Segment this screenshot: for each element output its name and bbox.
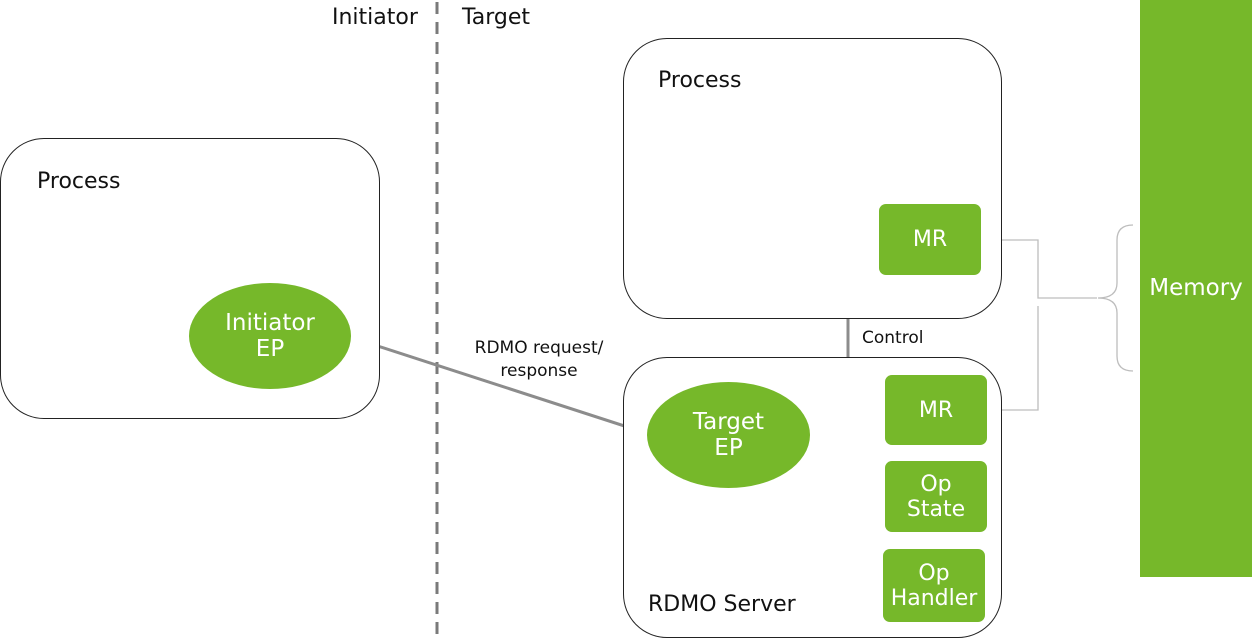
op-handler-label-line1: Op xyxy=(918,560,950,586)
target-ep-label-line2: EP xyxy=(714,435,743,461)
initiator-process-title: Process xyxy=(37,169,121,194)
target-process-mr-label: MR xyxy=(912,227,948,252)
target-process-mr: MR xyxy=(879,204,981,275)
target-ep: Target EP xyxy=(647,382,810,488)
memory-block: Memory xyxy=(1140,0,1252,577)
memory-label: Memory xyxy=(1149,275,1243,301)
initiator-ep: Initiator EP xyxy=(189,283,351,389)
initiator-ep-label-line1: Initiator xyxy=(225,310,315,336)
target-ep-label-line1: Target xyxy=(692,409,765,435)
target-side-label: Target xyxy=(462,5,531,30)
rdmo-server-mr-label: MR xyxy=(918,397,954,423)
target-process-title: Process xyxy=(658,68,742,93)
initiator-side-label: Initiator xyxy=(332,5,418,30)
op-handler-label-line2: Handler xyxy=(890,585,978,611)
rdmo-request-label-line1: RDMO request/ xyxy=(474,338,604,358)
rdmo-request-label: RDMO request/ response xyxy=(464,337,614,383)
op-state-label-line1: Op xyxy=(920,471,952,497)
op-state-label-line2: State xyxy=(906,496,966,522)
memory-bracket xyxy=(1097,224,1134,372)
op-state-box: Op State xyxy=(885,461,987,532)
rdmo-request-label-line2: response xyxy=(500,361,578,381)
target-process-box: Process xyxy=(623,38,1002,319)
op-handler-box: Op Handler xyxy=(883,549,985,622)
mr-memory-connector-bottom xyxy=(987,306,1039,411)
rdmo-server-mr: MR xyxy=(885,375,987,445)
rdmo-server-title: RDMO Server xyxy=(648,592,796,617)
initiator-process-box: Process xyxy=(0,138,380,419)
control-label: Control xyxy=(862,328,924,348)
mr-memory-connector-top xyxy=(981,239,1097,299)
initiator-ep-label-line2: EP xyxy=(255,336,285,362)
rdmo-request-arrow xyxy=(351,335,648,436)
